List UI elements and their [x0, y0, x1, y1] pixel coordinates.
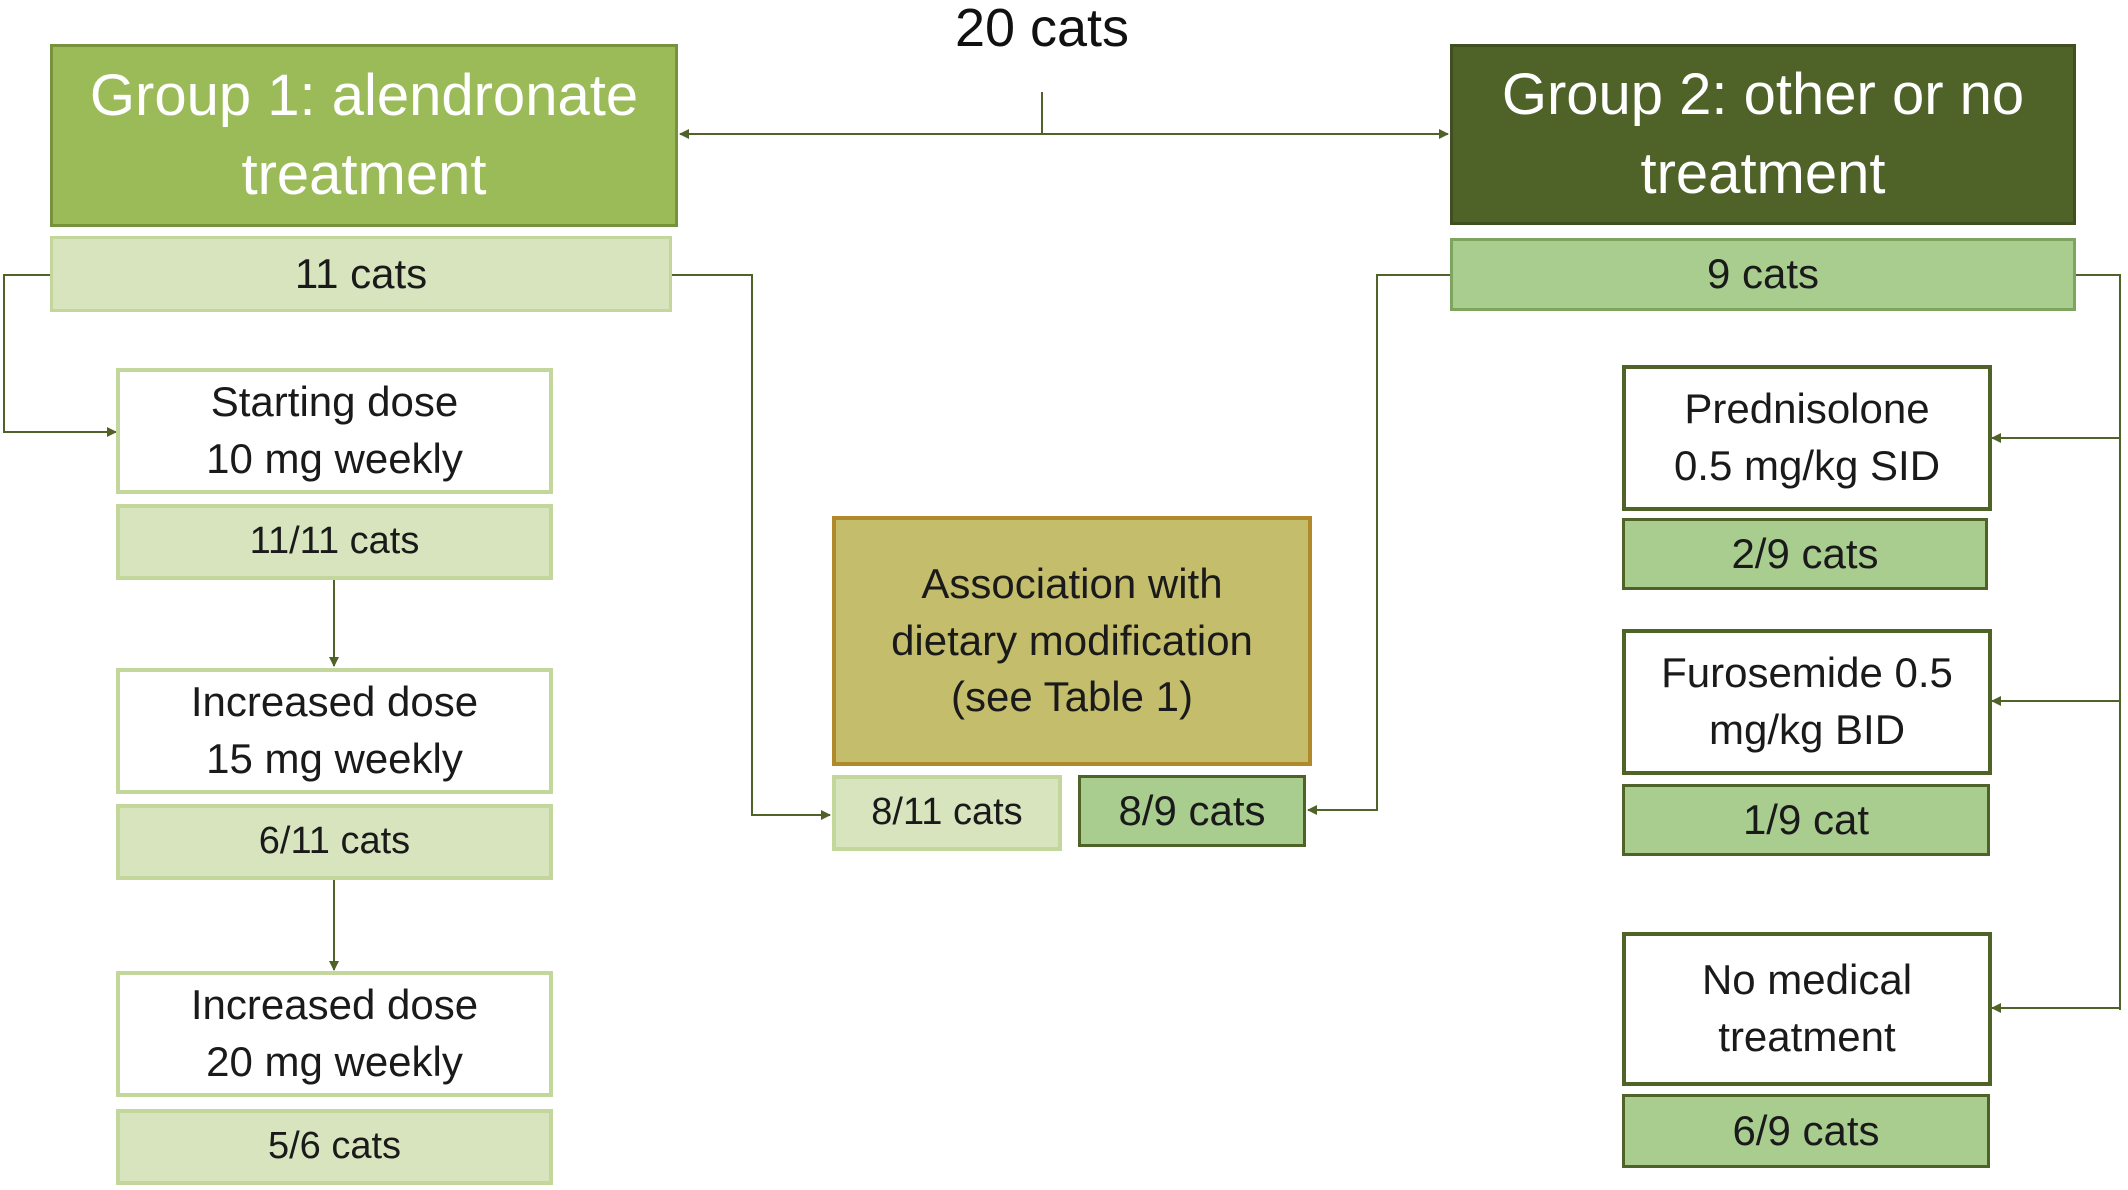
starting-dose-count: 11/11 cats — [116, 504, 553, 580]
association-group1-count: 8/11 cats — [832, 775, 1062, 851]
increased-dose-15mg-box: Increased dose 15 mg weekly — [116, 668, 553, 794]
no-medical-treatment-box: No medical treatment — [1622, 932, 1992, 1086]
furosemide-count: 1/9 cat — [1622, 784, 1990, 856]
increased-dose-20mg-count: 5/6 cats — [116, 1109, 553, 1185]
increased-dose-15mg-count: 6/11 cats — [116, 804, 553, 880]
furosemide-box: Furosemide 0.5 mg/kg BID — [1622, 629, 1992, 775]
prednisolone-box: Prednisolone 0.5 mg/kg SID — [1622, 365, 1992, 511]
group2-count: 9 cats — [1450, 238, 2076, 311]
starting-dose-box: Starting dose 10 mg weekly — [116, 368, 553, 494]
no-medical-treatment-count: 6/9 cats — [1622, 1094, 1990, 1168]
group1-count: 11 cats — [50, 236, 672, 312]
increased-dose-20mg-box: Increased dose 20 mg weekly — [116, 971, 553, 1097]
total-cats-label: 20 cats — [954, 0, 1130, 58]
prednisolone-count: 2/9 cats — [1622, 518, 1988, 590]
dietary-association-box: Association with dietary modification (s… — [832, 516, 1312, 766]
arrow-group1-to-association — [670, 274, 831, 820]
group2-heading: Group 2: other or no treatment — [1450, 44, 2076, 225]
group2-right-bracket — [2073, 274, 2121, 1010]
arrow-group1-to-starting-dose — [3, 274, 117, 437]
arrow-group2-to-association — [1307, 274, 1450, 815]
association-group2-count: 8/9 cats — [1078, 775, 1306, 847]
group1-heading: Group 1: alendronate treatment — [50, 44, 678, 227]
